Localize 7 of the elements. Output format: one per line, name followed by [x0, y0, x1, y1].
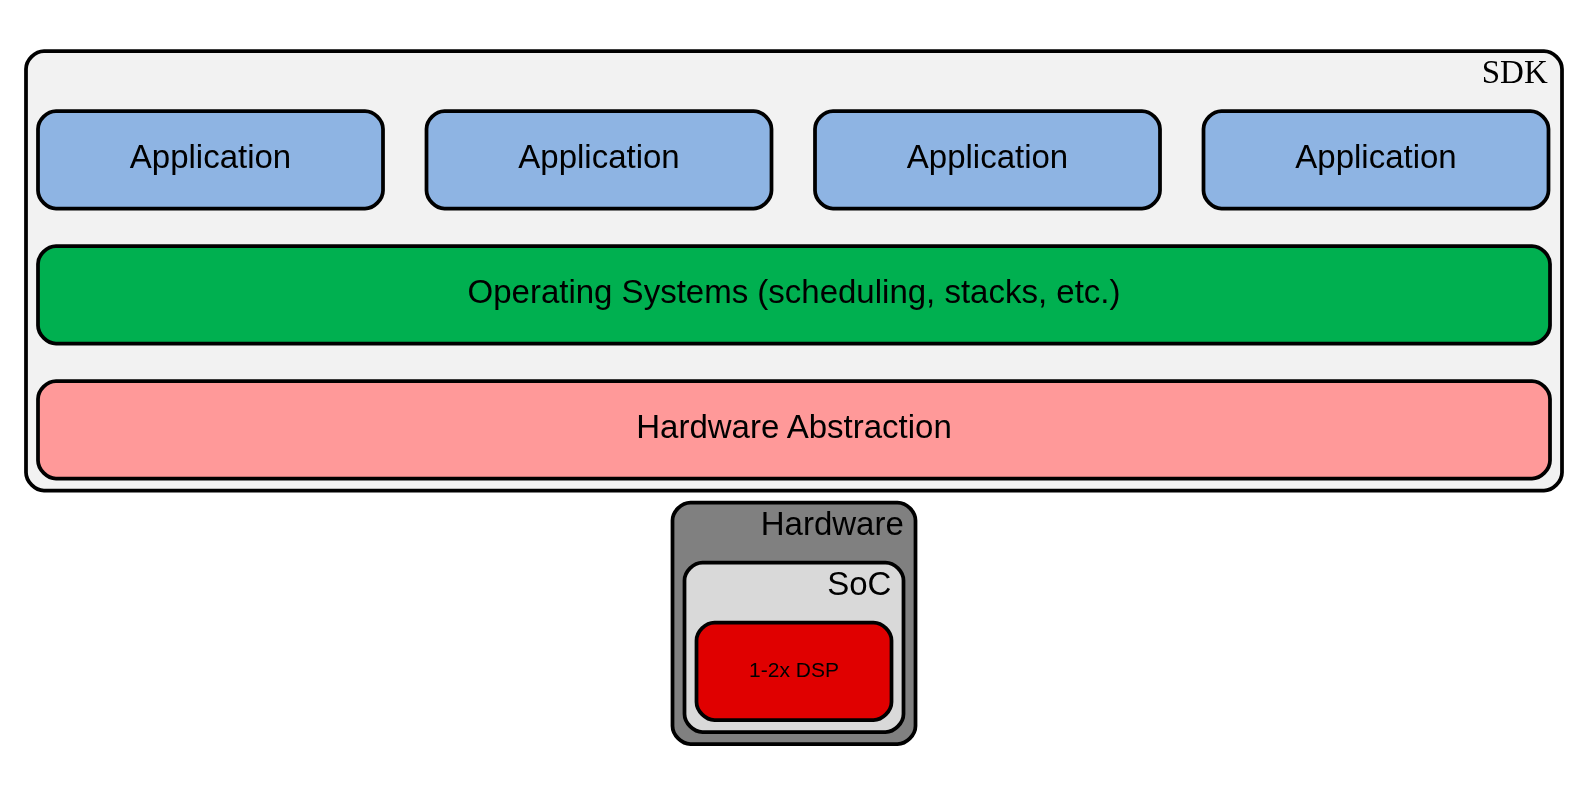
- node-box: Application: [1201, 109, 1551, 211]
- node-box: Operating Systems (scheduling, stacks, etc.): [36, 244, 1552, 346]
- node-box: Application: [813, 109, 1162, 211]
- node-box: Application: [424, 109, 774, 211]
- node-box: 1-2x DSP: [694, 620, 894, 722]
- node-box: Hardware Abstraction: [36, 379, 1552, 481]
- node-box: Application: [36, 109, 385, 211]
